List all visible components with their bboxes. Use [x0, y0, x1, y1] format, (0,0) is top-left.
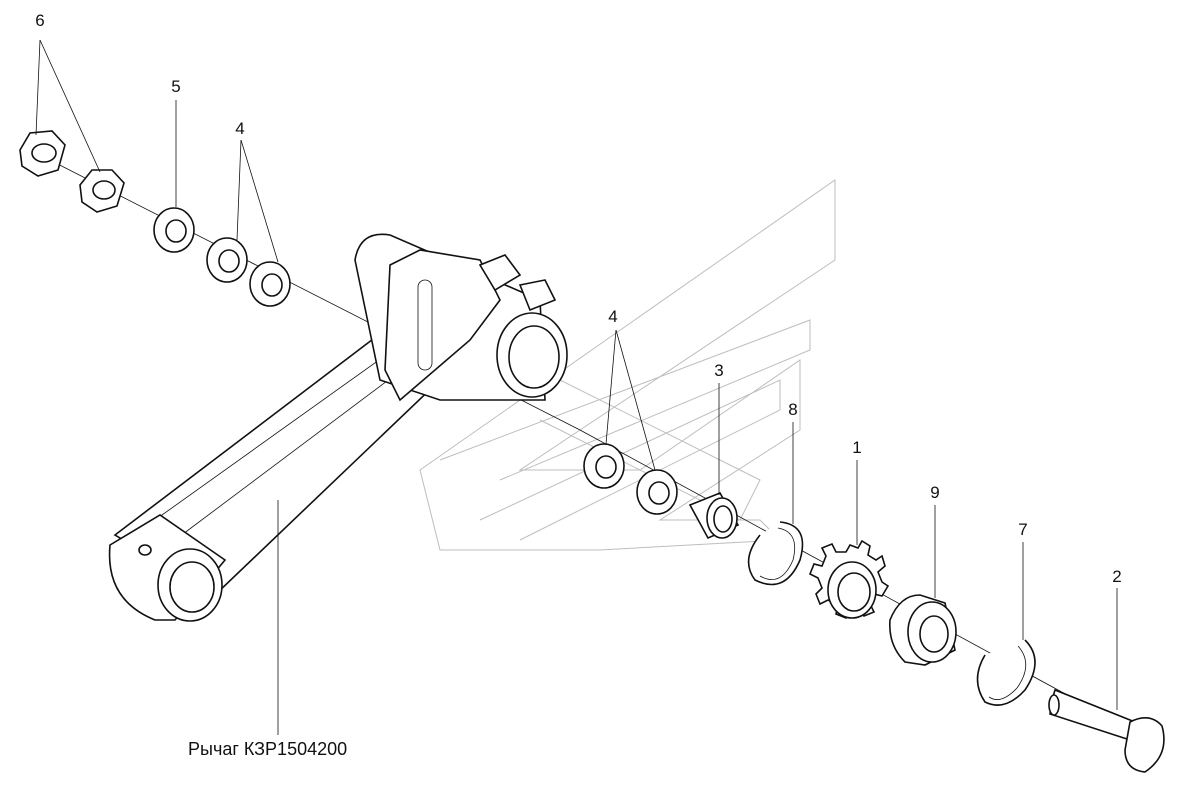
washer-4b — [249, 261, 291, 307]
callout-6: 6 — [35, 11, 44, 30]
snap-ring-7 — [976, 639, 1036, 706]
callout-5: 5 — [171, 77, 180, 96]
callout-1: 1 — [852, 438, 861, 457]
callout-9: 9 — [930, 483, 939, 502]
callout-2: 2 — [1112, 567, 1121, 586]
bushing-3 — [688, 491, 740, 540]
bearing-9 — [888, 594, 957, 666]
washer-4d — [636, 469, 678, 515]
snap-ring-8 — [747, 521, 804, 586]
lever-body — [108, 233, 568, 622]
watermark-logo — [419, 179, 836, 551]
hex-nut-1 — [19, 130, 66, 177]
part-caption: Рычаг КЗР1504200 — [188, 739, 347, 759]
hex-nut-2 — [79, 169, 125, 213]
callout-8: 8 — [788, 400, 797, 419]
washer-4c — [583, 443, 625, 489]
washer-4a — [206, 237, 248, 283]
callout-4-upper: 4 — [235, 119, 244, 138]
pin-2 — [1048, 688, 1165, 773]
leader-lines — [35, 39, 1118, 735]
sprocket-1 — [808, 539, 890, 620]
washer-5 — [153, 207, 195, 253]
callout-4-lower: 4 — [608, 307, 617, 326]
callout-7: 7 — [1018, 520, 1027, 539]
callout-3: 3 — [714, 361, 723, 380]
